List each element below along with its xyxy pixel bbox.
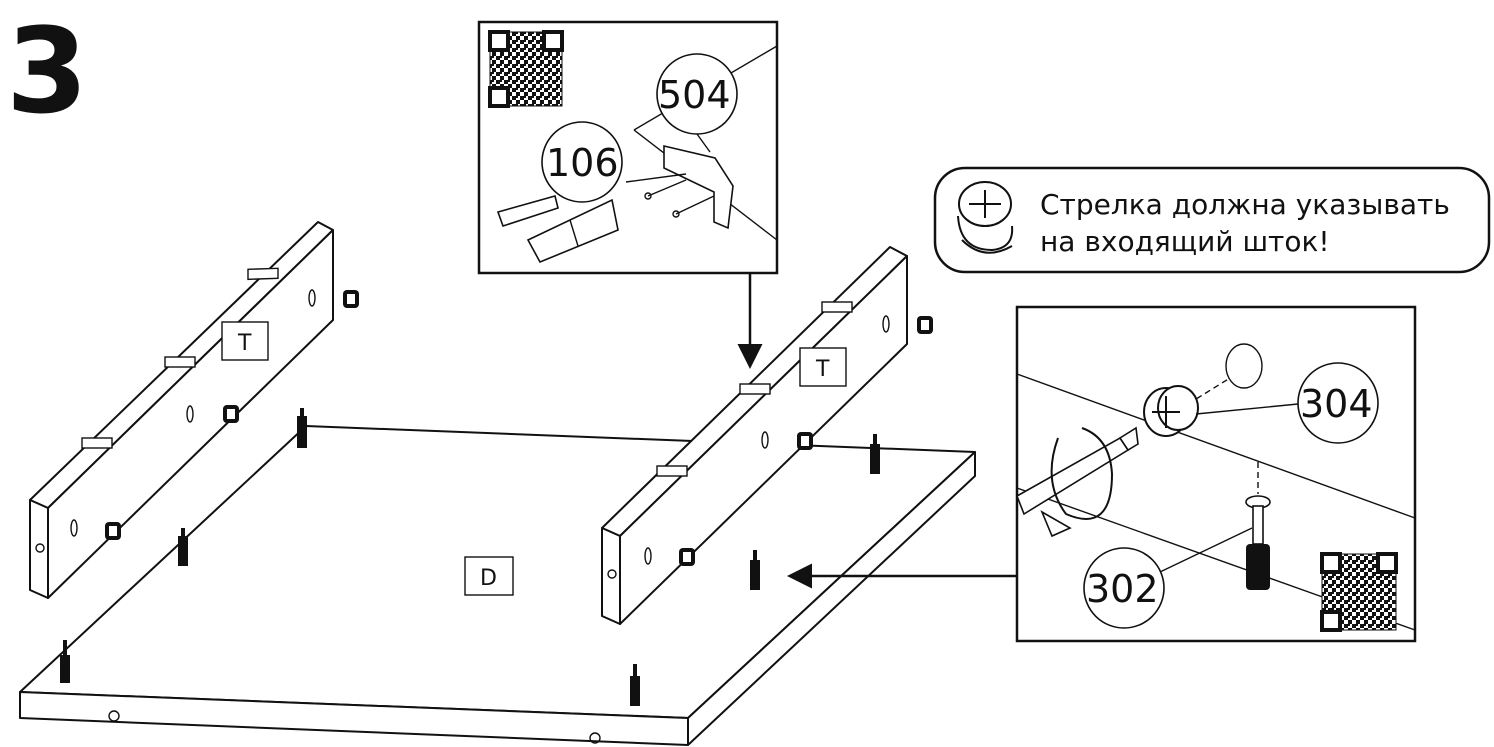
- cam-lock-icon: [223, 405, 239, 423]
- cam-lock-arrow-icon: [957, 181, 1014, 254]
- cam-lock-icon: [917, 316, 933, 334]
- right-side-panel: T: [601, 246, 933, 625]
- callout-circle-106: [541, 121, 623, 203]
- note-line-2: на входящий шток!: [1040, 225, 1330, 258]
- cam-bolts: [60, 408, 880, 706]
- base-label-box: [464, 556, 514, 596]
- detail-box-dowel: 106 504: [477, 20, 779, 275]
- callout-302-label: 302: [1086, 567, 1159, 611]
- base-hole-icon: [108, 710, 120, 722]
- callout-circle-302: [1083, 547, 1165, 629]
- callout-304-label: 304: [1300, 382, 1373, 426]
- warning-note: Стрелка должна указывать на входящий што…: [933, 166, 1491, 274]
- cam-bolt-icon: [297, 408, 307, 448]
- cam-bolt-icon: [750, 550, 760, 590]
- screwdriver-icon: [1016, 426, 1139, 538]
- callout-circle-304: [1297, 362, 1379, 444]
- step-number: 3: [6, 2, 88, 140]
- cam-bolt-icon: [178, 528, 188, 566]
- cam-lock-icon: [343, 290, 359, 308]
- right-panel-label: T: [815, 357, 830, 382]
- cam-bolt-icon: [630, 664, 640, 706]
- callout-504-label: 504: [658, 73, 731, 117]
- cam-bolt-302-icon: [1245, 495, 1271, 590]
- note-line-1: Стрелка должна указывать: [1040, 188, 1450, 221]
- cam-lock-icon: [797, 432, 813, 450]
- left-panel-label: T: [237, 331, 252, 356]
- cam-lock-304-icon: [1143, 385, 1199, 437]
- base-hole-icon: [589, 732, 601, 744]
- left-panel-label-box: [221, 321, 269, 361]
- callout-106-label: 106: [546, 141, 619, 185]
- base-panel-label: D: [480, 566, 497, 591]
- right-panel-label-box: [799, 347, 847, 387]
- cam-lock-icon: [105, 522, 121, 540]
- cam-lock-icon: [679, 548, 695, 566]
- tool-106-icon: [496, 195, 619, 264]
- left-side-panel: T: [29, 221, 359, 599]
- detail-box-cam-lock: 304 302: [1015, 305, 1417, 643]
- cam-bolt-icon: [870, 434, 880, 474]
- cam-bolt-icon: [60, 640, 70, 683]
